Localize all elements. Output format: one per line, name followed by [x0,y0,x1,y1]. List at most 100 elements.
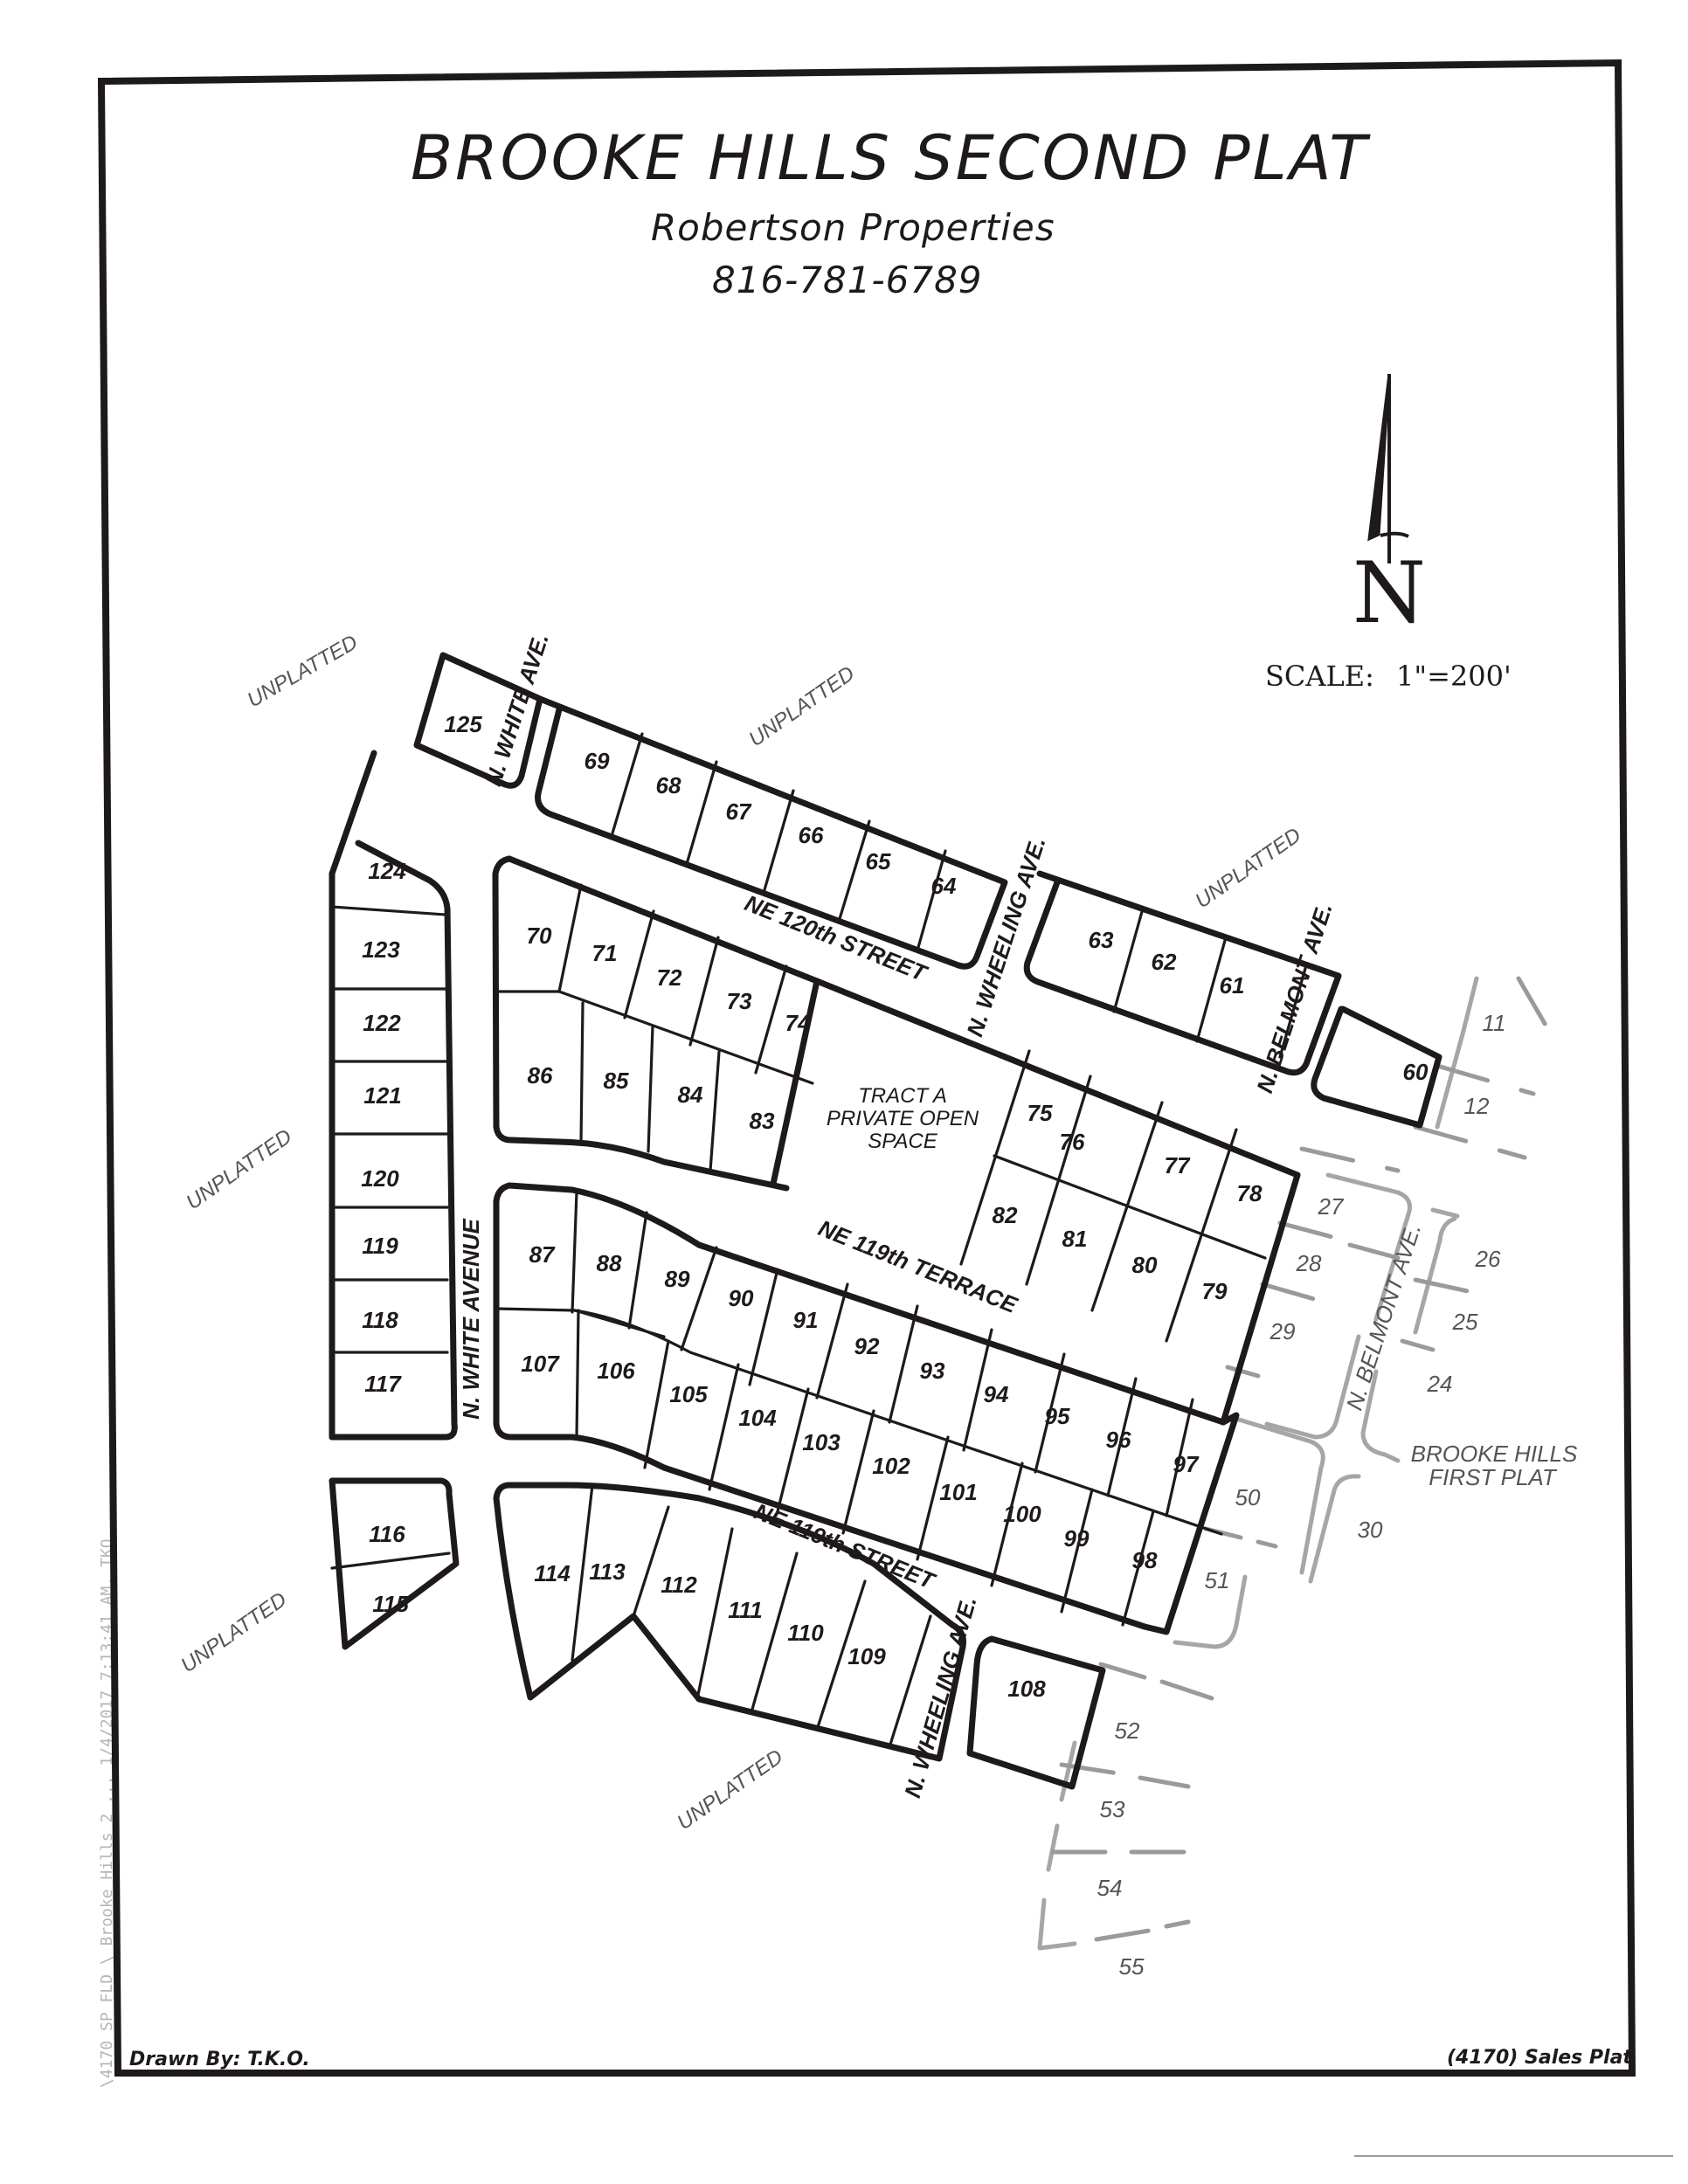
first-plat-lot-24: 24 [1427,1371,1453,1397]
scale-label: SCALE: 1"=200' [1265,660,1512,693]
first-plat-lot-25: 25 [1452,1309,1478,1335]
tract-a-line3: SPACE [868,1130,938,1153]
first-plat-lot-30: 30 [1358,1517,1383,1543]
lot-lines [330,732,1308,1749]
lot-95: 95 [1045,1403,1070,1429]
lot-86: 86 [528,1062,553,1089]
lot-75: 75 [1027,1100,1053,1126]
first-plat-lot-29: 29 [1269,1318,1296,1344]
lot-100: 100 [1003,1501,1041,1527]
lot-65: 65 [866,848,891,874]
unplatted-label-nw: UNPLATTED [243,631,362,713]
lot-116: 116 [369,1521,405,1547]
street-label-n-white-avenue: N. WHITE AVENUE [458,1219,484,1420]
first-plat-lot-28: 28 [1296,1250,1322,1276]
tract-a-line2: PRIVATE OPEN [827,1107,979,1130]
lot-113: 113 [589,1559,626,1585]
lot-110: 110 [787,1620,824,1646]
street-label-n-belmont-ave: N. BELMONT AVE. [1251,900,1338,1096]
plat-id-label: (4170) Sales Plat [1447,2047,1633,2069]
unplatted-label-north: UNPLATTED [744,661,859,751]
tract-a-line1: TRACT A [858,1084,947,1108]
lot-71: 71 [592,940,618,966]
lot-74: 74 [785,1010,811,1036]
lot-85: 85 [604,1068,629,1094]
lot-103: 103 [802,1429,841,1455]
first-plat-lot-26: 26 [1475,1246,1501,1272]
lot-99: 99 [1064,1525,1090,1552]
company-phone: 816-781-6789 [712,259,983,301]
first-plat-lot-50: 50 [1235,1484,1261,1510]
lot-108: 108 [1007,1676,1046,1702]
title-block: BROOKE HILLS SECOND PLAT Robertson Prope… [411,122,1371,301]
north-arrow: N [1352,373,1426,642]
lot-115: 115 [372,1591,409,1617]
lot-111: 111 [728,1597,763,1623]
lot-79: 79 [1202,1278,1228,1304]
lot-61: 61 [1220,972,1245,999]
first-plat-lot-11: 11 [1483,1010,1506,1036]
street-label-n-wheeling-ave-south: N. WHEELING AVE. [899,1593,982,1800]
lot-114: 114 [534,1560,571,1586]
lot-107: 107 [521,1351,560,1377]
lot-106: 106 [597,1358,635,1384]
lot-92: 92 [854,1333,880,1359]
lot-120: 120 [361,1165,399,1192]
lot-83: 83 [750,1108,775,1134]
lot-72: 72 [657,964,682,991]
lot-117: 117 [364,1371,402,1397]
lot-104: 104 [738,1405,777,1431]
first-plat-lot-12: 12 [1464,1093,1490,1119]
lot-118: 118 [362,1307,398,1333]
lot-124: 124 [368,858,406,884]
lot-77: 77 [1165,1152,1191,1178]
lot-121: 121 [363,1082,401,1109]
first-plat-lot-55: 55 [1119,1953,1145,1980]
first-plat-lot-27: 27 [1318,1193,1345,1220]
tract-a-label: TRACT A PRIVATE OPEN SPACE [827,1084,979,1153]
first-plat-lot-54: 54 [1097,1875,1123,1901]
lot-60: 60 [1403,1059,1429,1085]
lot-125: 125 [444,711,482,737]
lot-112: 112 [661,1572,697,1598]
lot-94: 94 [984,1381,1009,1407]
lot-64: 64 [931,873,957,899]
lot-76: 76 [1060,1129,1085,1155]
scale-label-text: SCALE: [1265,660,1374,693]
lot-123: 123 [362,936,400,963]
lot-67: 67 [726,798,752,825]
lot-62: 62 [1152,949,1177,975]
first-plat-lot-52: 52 [1115,1717,1140,1744]
lot-78: 78 [1237,1180,1263,1206]
lot-87: 87 [529,1241,556,1268]
north-arrow-icon [1367,373,1391,542]
lot-91: 91 [793,1307,819,1333]
lot-89: 89 [665,1266,690,1292]
lot-97: 97 [1173,1451,1200,1477]
lot-84: 84 [678,1082,703,1108]
unplatted-label-west: UNPLATTED [182,1124,296,1214]
lot-90: 90 [729,1285,754,1311]
plat-title: BROOKE HILLS SECOND PLAT [411,122,1371,194]
street-label-ne-119th-terrace: NE 119th TERRACE [814,1214,1020,1318]
street-label-ne-120th: NE 120th STREET [741,889,931,986]
lot-labels: 125 69 68 67 66 65 64 63 62 61 60 124 12… [361,711,1429,1702]
lot-101: 101 [939,1479,977,1505]
lot-80: 80 [1132,1252,1158,1278]
lot-70: 70 [527,923,552,949]
lot-68: 68 [656,772,681,798]
plat-boundary [329,652,1442,1790]
lot-73: 73 [727,988,752,1014]
drawing-frame [97,59,1636,2077]
lot-109: 109 [847,1643,886,1669]
lot-63: 63 [1089,927,1114,953]
unplatted-label-sw: UNPLATTED [176,1587,291,1677]
north-letter: N [1352,544,1426,642]
first-plat-lot-51: 51 [1205,1567,1230,1593]
lot-66: 66 [799,822,824,848]
unplatted-label-south: UNPLATTED [673,1745,787,1835]
first-plat-linework [1037,976,1549,1951]
lot-98: 98 [1132,1547,1158,1573]
unplatted-label-ne: UNPLATTED [1191,823,1305,913]
